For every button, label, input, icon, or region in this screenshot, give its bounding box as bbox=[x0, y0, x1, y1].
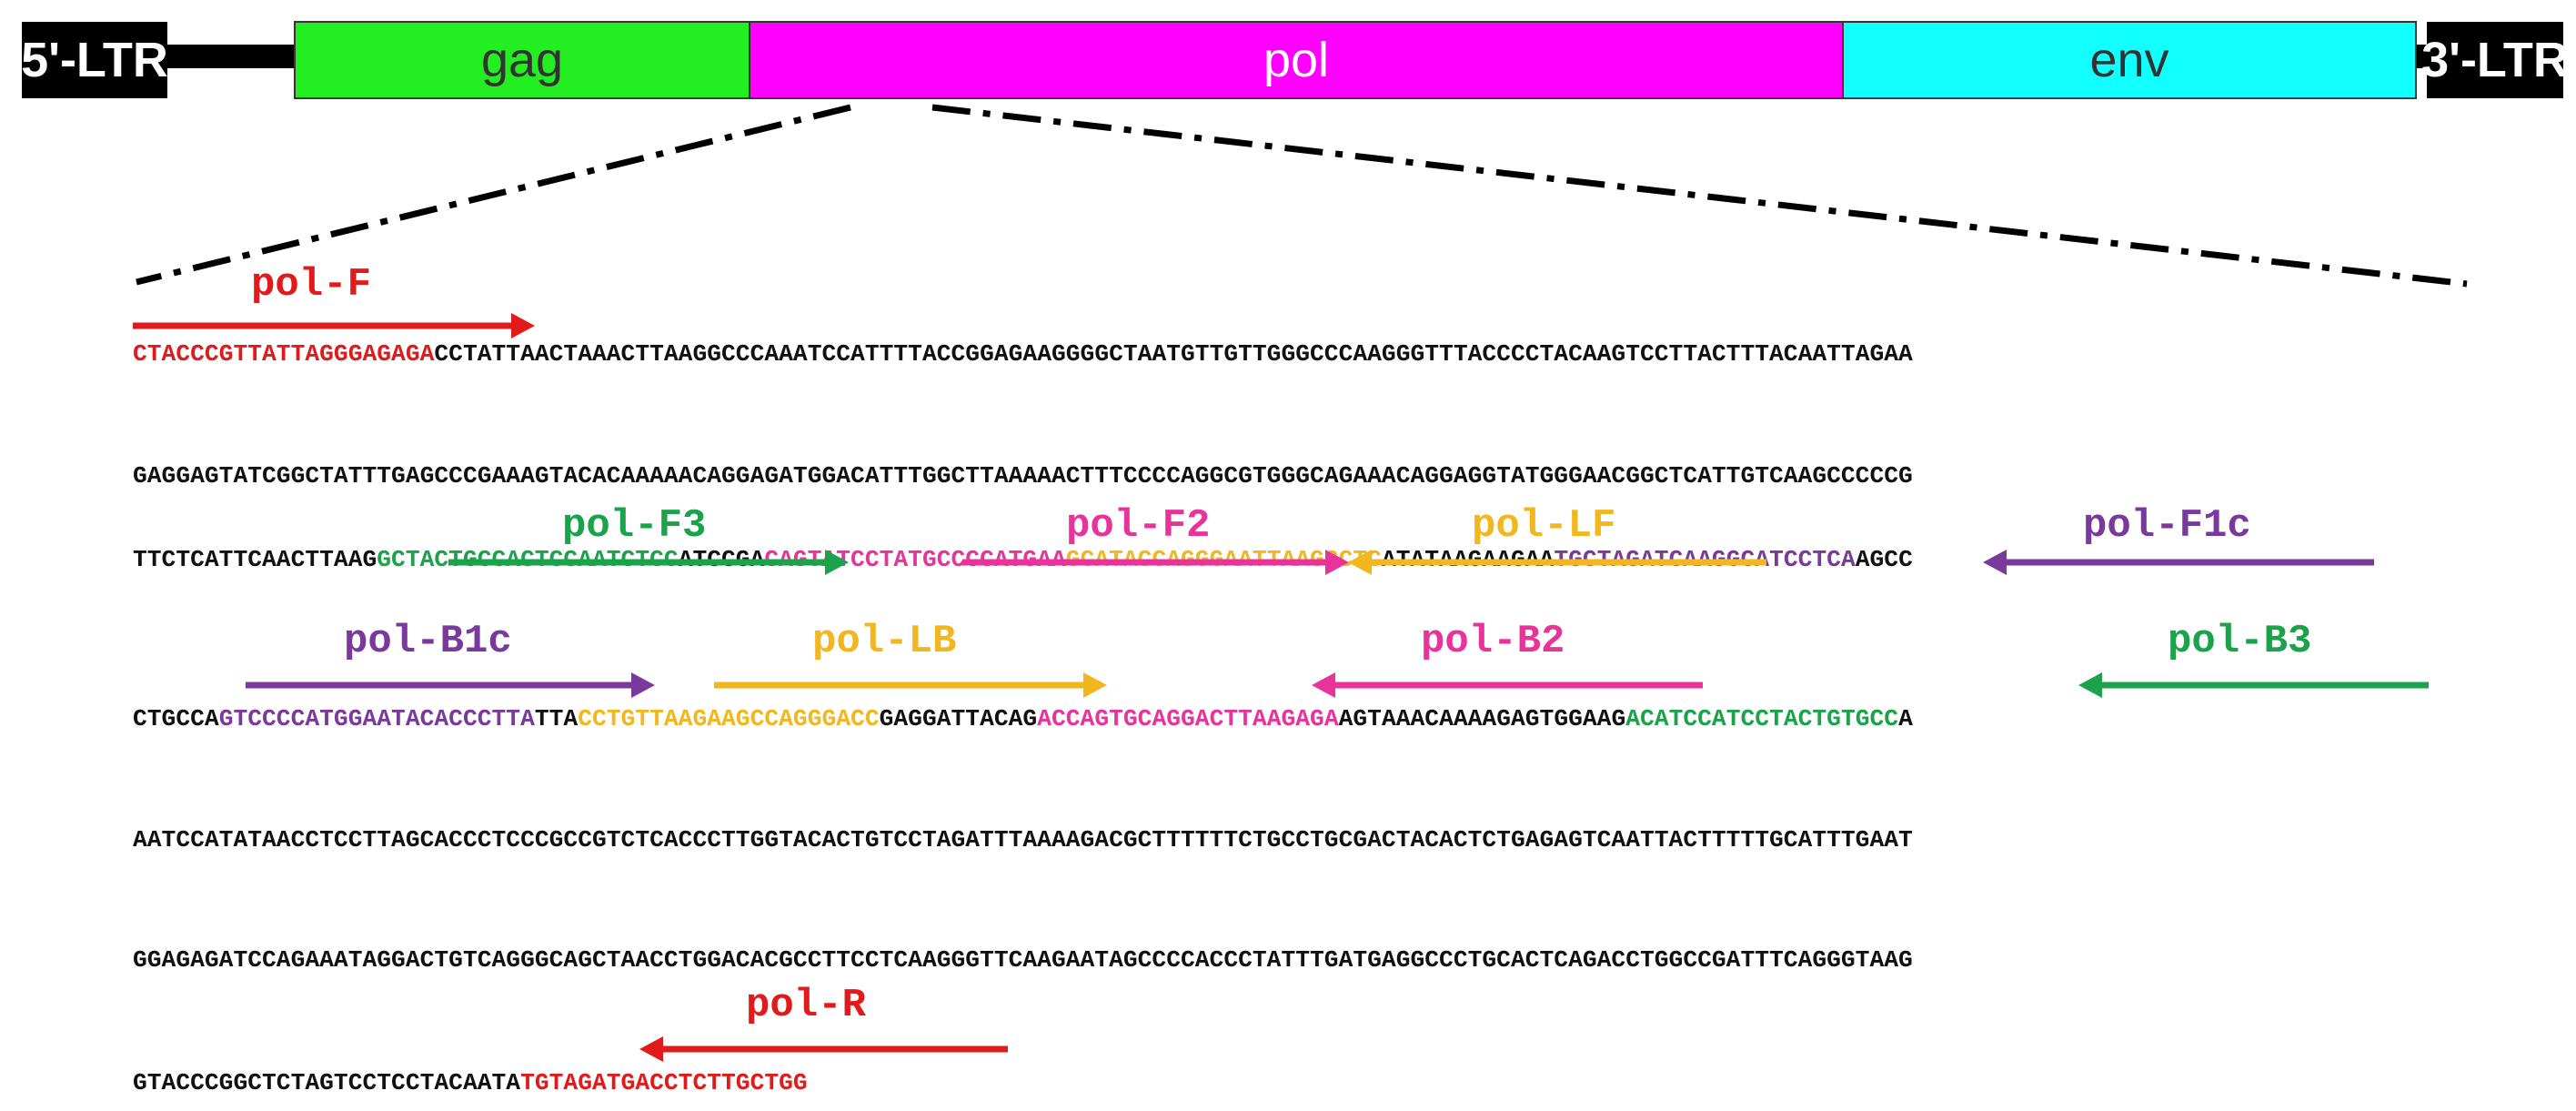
sequence-segment: GGAGAGATCCAGAAATAGGACTGTCAGGGCAGCTAACCTG… bbox=[133, 946, 1913, 974]
gag-label: gag bbox=[481, 33, 563, 87]
sequence-line-6: GGAGAGATCCAGAAATAGGACTGTCAGGGCAGCTAACCTG… bbox=[133, 946, 1913, 974]
zoom-line-left bbox=[136, 104, 851, 286]
primer-label-pol-lf: pol-LF bbox=[1472, 503, 1616, 549]
primer-label-pol-f3: pol-F3 bbox=[562, 503, 707, 549]
ltr3-box bbox=[2427, 22, 2563, 98]
sequence-segment: TTCTCATTCAACTTAAG bbox=[133, 546, 377, 573]
primer-label-pol-f: pol-F bbox=[251, 262, 372, 308]
arrow-head bbox=[1325, 550, 1349, 575]
primer-arrow-pol-f1c bbox=[1983, 550, 2374, 575]
sequence-line-4: CTGCCAGTCCCCATGGAATACACCCTTATTACCTGTTAAG… bbox=[133, 705, 1913, 732]
arrow-head bbox=[1983, 550, 2007, 575]
sequence-line-2: GAGGAGTATCGGCTATTTGAGCCCGAAAGTACACAAAAAC… bbox=[133, 462, 1913, 490]
primer-arrow-pol-b1c bbox=[246, 672, 655, 698]
primer-label-pol-lb: pol-LB bbox=[812, 619, 957, 664]
arrow-head bbox=[825, 550, 849, 575]
arrow-head bbox=[2078, 672, 2102, 698]
zoom-line-right bbox=[931, 104, 2468, 288]
arrow-head bbox=[1083, 672, 1107, 698]
sequence-segment: GAGGATTACAG bbox=[879, 705, 1038, 732]
primer-label-pol-b2: pol-B2 bbox=[1421, 619, 1565, 664]
sequence-segment: GAGGAGTATCGGCTATTTGAGCCCGAAAGTACACAAAAAC… bbox=[133, 462, 1913, 490]
arrow-head bbox=[511, 313, 535, 338]
pol-segment bbox=[749, 21, 1844, 99]
primer-arrow-pol-b3 bbox=[2078, 672, 2429, 698]
sequence-segment: CTGCCA bbox=[133, 705, 219, 732]
ltr5-box bbox=[22, 22, 167, 98]
primer-arrow-pol-f bbox=[133, 313, 535, 338]
arrow-head bbox=[1312, 672, 1335, 698]
primer-label-pol-f2: pol-F2 bbox=[1066, 503, 1211, 549]
primer-arrow-pol-r bbox=[639, 1036, 1008, 1062]
env-segment bbox=[1842, 21, 2417, 99]
sequence-line-5: AATCCATATAACCTCCTTAGCACCCTCCCGCCGTCTCACC… bbox=[133, 826, 1913, 853]
primer-sequence-segment: ACATCCATCCTACTGTGCC bbox=[1625, 705, 1899, 732]
primer-label-pol-b3: pol-B3 bbox=[2168, 619, 2312, 664]
primer-sequence-segment: ACCAGTGCAGGACTTAAGAGA bbox=[1037, 705, 1339, 732]
primer-arrow-pol-lb bbox=[714, 672, 1107, 698]
primer-label-pol-r: pol-R bbox=[746, 983, 867, 1028]
sequence-segment: CCTATTAACTAAACTTAAGGCCCAAATCCATTTTACCGGA… bbox=[434, 340, 1913, 368]
sequence-segment: AATCCATATAACCTCCTTAGCACCCTCCCGCCGTCTCACC… bbox=[133, 826, 1913, 853]
pol-label: pol bbox=[1263, 33, 1329, 87]
primer-arrow-pol-lf bbox=[1348, 550, 1766, 575]
arrow-head bbox=[631, 672, 655, 698]
gag-segment bbox=[294, 21, 750, 99]
primer-label-pol-f1c: pol-F1c bbox=[2083, 503, 2251, 549]
sequence-segment: GTACCCGGCTCTAGTCCTCCTACAATA bbox=[133, 1069, 521, 1096]
sequence-segment: AGTAAACAAAAGAGTGGAAG bbox=[1338, 705, 1626, 732]
primer-arrow-pol-f2 bbox=[962, 550, 1349, 575]
sequence-segment: A bbox=[1898, 705, 1913, 732]
sequence-segment: AGCC bbox=[1855, 546, 1913, 573]
primer-sequence-segment: CTACCCGTTATTAGGGAGAGA bbox=[133, 340, 435, 368]
primer-label-pol-b1c: pol-B1c bbox=[344, 619, 512, 664]
genome-map: 5'-LTR gag pol env 3'-LTR bbox=[21, 21, 2569, 288]
primer-arrow-pol-b2 bbox=[1312, 672, 1703, 698]
primer-arrow-pol-f3 bbox=[448, 550, 849, 575]
arrow-head bbox=[639, 1036, 663, 1062]
arrow-head bbox=[1348, 550, 1372, 575]
sequence-line-1: CTACCCGTTATTAGGGAGAGACCTATTAACTAAACTTAAG… bbox=[133, 340, 1913, 368]
ltr3-label: 3'-LTR bbox=[2421, 33, 2569, 87]
sequence-segment: TTA bbox=[534, 705, 579, 732]
primer-sequence-segment: TGTAGATGACCTCTTGCTGG bbox=[520, 1069, 808, 1096]
env-label: env bbox=[2089, 33, 2168, 87]
sequence-line-7: GTACCCGGCTCTAGTCCTCCTACAATATGTAGATGACCTC… bbox=[133, 1069, 808, 1096]
primer-sequence-segment: CCTGTTAAGAAGCCAGGGACC bbox=[578, 705, 880, 732]
primer-sequence-segment: GTCCCCATGGAATACACCCTTA bbox=[218, 705, 535, 732]
ltr5-label: 5'-LTR bbox=[21, 33, 168, 87]
